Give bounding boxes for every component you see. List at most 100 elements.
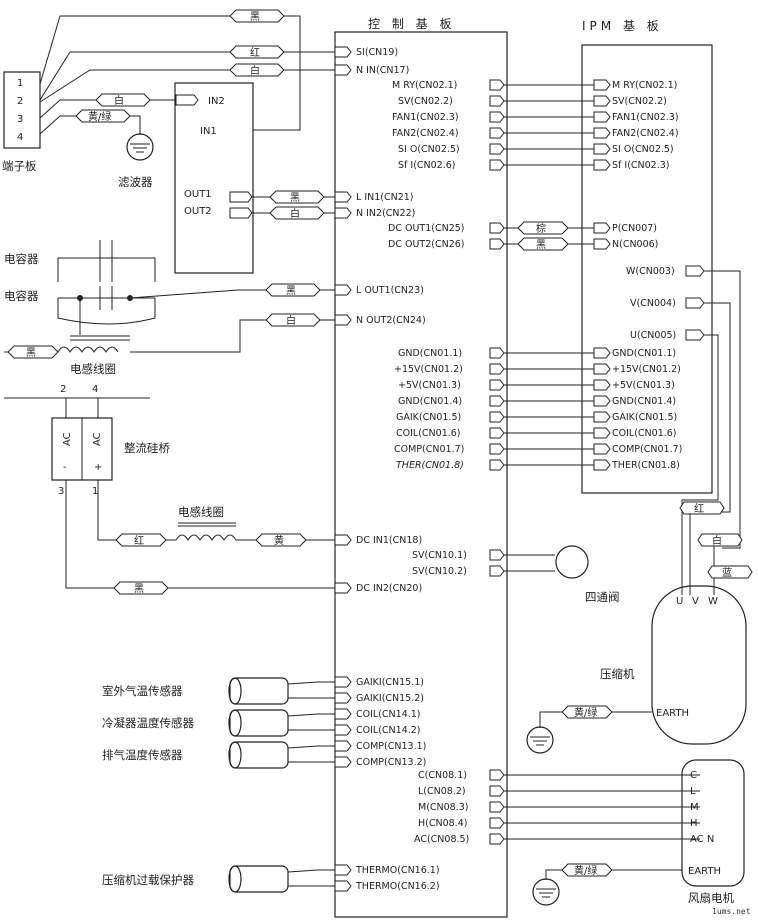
capacitor-label-1: 电容器: [4, 252, 39, 266]
wire-w: [704, 270, 741, 549]
ground-icon-2: [530, 736, 550, 746]
tag-r7: [489, 222, 505, 234]
tag-r15: [489, 443, 505, 455]
rect-pin1: 1: [92, 486, 98, 497]
tag-yellow: [255, 533, 307, 547]
cn15-2-label: GAIKI(CN15.2): [356, 693, 424, 704]
ground-circle-3: [532, 878, 560, 906]
ipm-cn02-5: SI O(CN02.5): [612, 144, 674, 155]
filter-in1-label: IN1: [200, 126, 217, 137]
terminal-board: [3, 71, 41, 149]
tag-black-2: [269, 190, 325, 204]
fan-motor-label: 风扇电机: [688, 891, 734, 905]
tag-white-5: [697, 533, 743, 547]
rect-pin2: 2: [60, 384, 66, 395]
tag-r12: [489, 395, 505, 407]
ipm-cn01-6: COIL(CN01.6): [612, 428, 677, 439]
tag-red-1-text: 红: [250, 46, 260, 59]
inductor-1-icon: [57, 346, 119, 353]
ipm-cn01-2: +15V(CN01.2): [612, 364, 681, 375]
fan-ac-n: AC N: [690, 834, 714, 845]
ipm-tag-13: [593, 411, 611, 423]
tag-r5: [489, 143, 505, 155]
control-board: [334, 31, 508, 918]
ipm-cn01-5: GAIK(CN01.5): [612, 412, 677, 423]
cn19-tag: [334, 46, 352, 58]
fan-earth: EARTH: [688, 866, 721, 877]
cn17-label: N IN(CN17): [356, 65, 409, 76]
sensor-outdoor-label: 室外气温传感器: [102, 684, 183, 698]
wire-sensor-outdoor: [287, 681, 335, 699]
cn18-tag: [334, 534, 352, 546]
compressor-w: W: [708, 596, 718, 607]
wire-t1: [39, 15, 301, 131]
fan-motor-body: [681, 759, 745, 887]
tag-black-4-text: 黑: [26, 347, 36, 359]
sensor-overload-icon: [229, 865, 289, 893]
tag-red-1: [229, 45, 285, 59]
sensor-discharge-icon: [229, 741, 289, 769]
tag-black-4: [7, 345, 59, 359]
ctrl-cn02-6: Sf I(CN02.6): [398, 160, 456, 171]
ctrl-right-tags: [489, 79, 505, 845]
inductor-2-icon: [166, 534, 260, 541]
ctrl-cn25: DC OUT1(CN25): [388, 223, 465, 234]
cn13-2-tag: [334, 756, 352, 768]
tag-r14: [489, 427, 505, 439]
four-way-valve-icon: [555, 545, 589, 579]
ipm-cn01-7: COMP(CN01.7): [612, 444, 682, 455]
ipm-tag-14: [593, 427, 611, 439]
filter-out2-tag: [229, 207, 253, 219]
ipm-cn007: P(CN007): [612, 223, 657, 234]
terminal-1: 1: [17, 78, 23, 89]
tag-r22: [489, 817, 505, 829]
cn15-2-tag: [334, 692, 352, 704]
terminal-board-label: 端子板: [2, 159, 37, 173]
wire-rect-top: [65, 398, 99, 418]
ctrl-cn01-4: GND(CN01.4): [398, 396, 462, 407]
cn22-label: N IN2(CN22): [356, 208, 415, 219]
terminal-4: 4: [17, 132, 23, 143]
filter-in2-label: IN2: [208, 96, 225, 107]
ipm-cn003: W(CN003): [626, 266, 675, 277]
ground-circle-1: [126, 133, 154, 161]
tag-blue: [707, 565, 753, 579]
control-left-connectors: SI(CN19) N IN(CN17) L IN1(CN21) N IN2(CN…: [334, 46, 440, 892]
tag-white-2-text: 白: [114, 94, 124, 107]
sensor-outdoor-end: [228, 677, 242, 705]
tag-r2: [489, 95, 505, 107]
tag-r21: [489, 801, 505, 813]
sensor-overload-label: 压缩机过载保护器: [102, 873, 194, 887]
compressor-body: [651, 585, 747, 745]
watermark: 1ums.net: [712, 907, 751, 916]
tag-r8: [489, 238, 505, 250]
rectifier-label: 整流硅桥: [124, 441, 170, 455]
tag-yg-3-text: 黄/绿: [574, 864, 597, 877]
cn21-label: L IN1(CN21): [356, 192, 414, 203]
ctrl-cn01-3: +5V(CN01.3): [398, 380, 461, 391]
ctrl-cn02-3: FAN1(CN02.3): [392, 112, 459, 123]
wire-t2-red: [39, 51, 335, 101]
ipm-tag-12: [593, 395, 611, 407]
capacitor-label-2: 电容器: [4, 289, 39, 303]
ctrl-cn08-3: M(CN08.3): [418, 802, 469, 813]
sensor-overload-end: [228, 865, 242, 893]
tag-blue-text: 蓝: [722, 567, 732, 579]
sensor-outdoor-icon: [229, 677, 289, 705]
ipm-tag-3: [593, 111, 611, 123]
wire-comp-ground: [539, 711, 562, 728]
ipm-cn005: U(CN005): [630, 330, 676, 341]
cn16-1-label: THERMO(CN16.1): [355, 865, 440, 876]
rect-minus: -: [63, 462, 67, 473]
terminal-2: 2: [17, 96, 23, 107]
filter-label: 滤波器: [118, 175, 153, 189]
wire-rect-minus: [65, 480, 335, 589]
ipm-tag-11: [593, 379, 611, 391]
ctrl-cn01-6: COIL(CN01.6): [396, 428, 461, 439]
ctrl-cn26: DC OUT2(CN26): [388, 239, 465, 250]
tag-brown: [517, 221, 569, 235]
ctrl-cn01-5: GAIK(CN01.5): [396, 412, 461, 423]
ipm-cn02-4: FAN2(CN02.4): [612, 128, 679, 139]
cn15-1-tag: [334, 676, 352, 688]
bus-cn01: [490, 352, 603, 466]
